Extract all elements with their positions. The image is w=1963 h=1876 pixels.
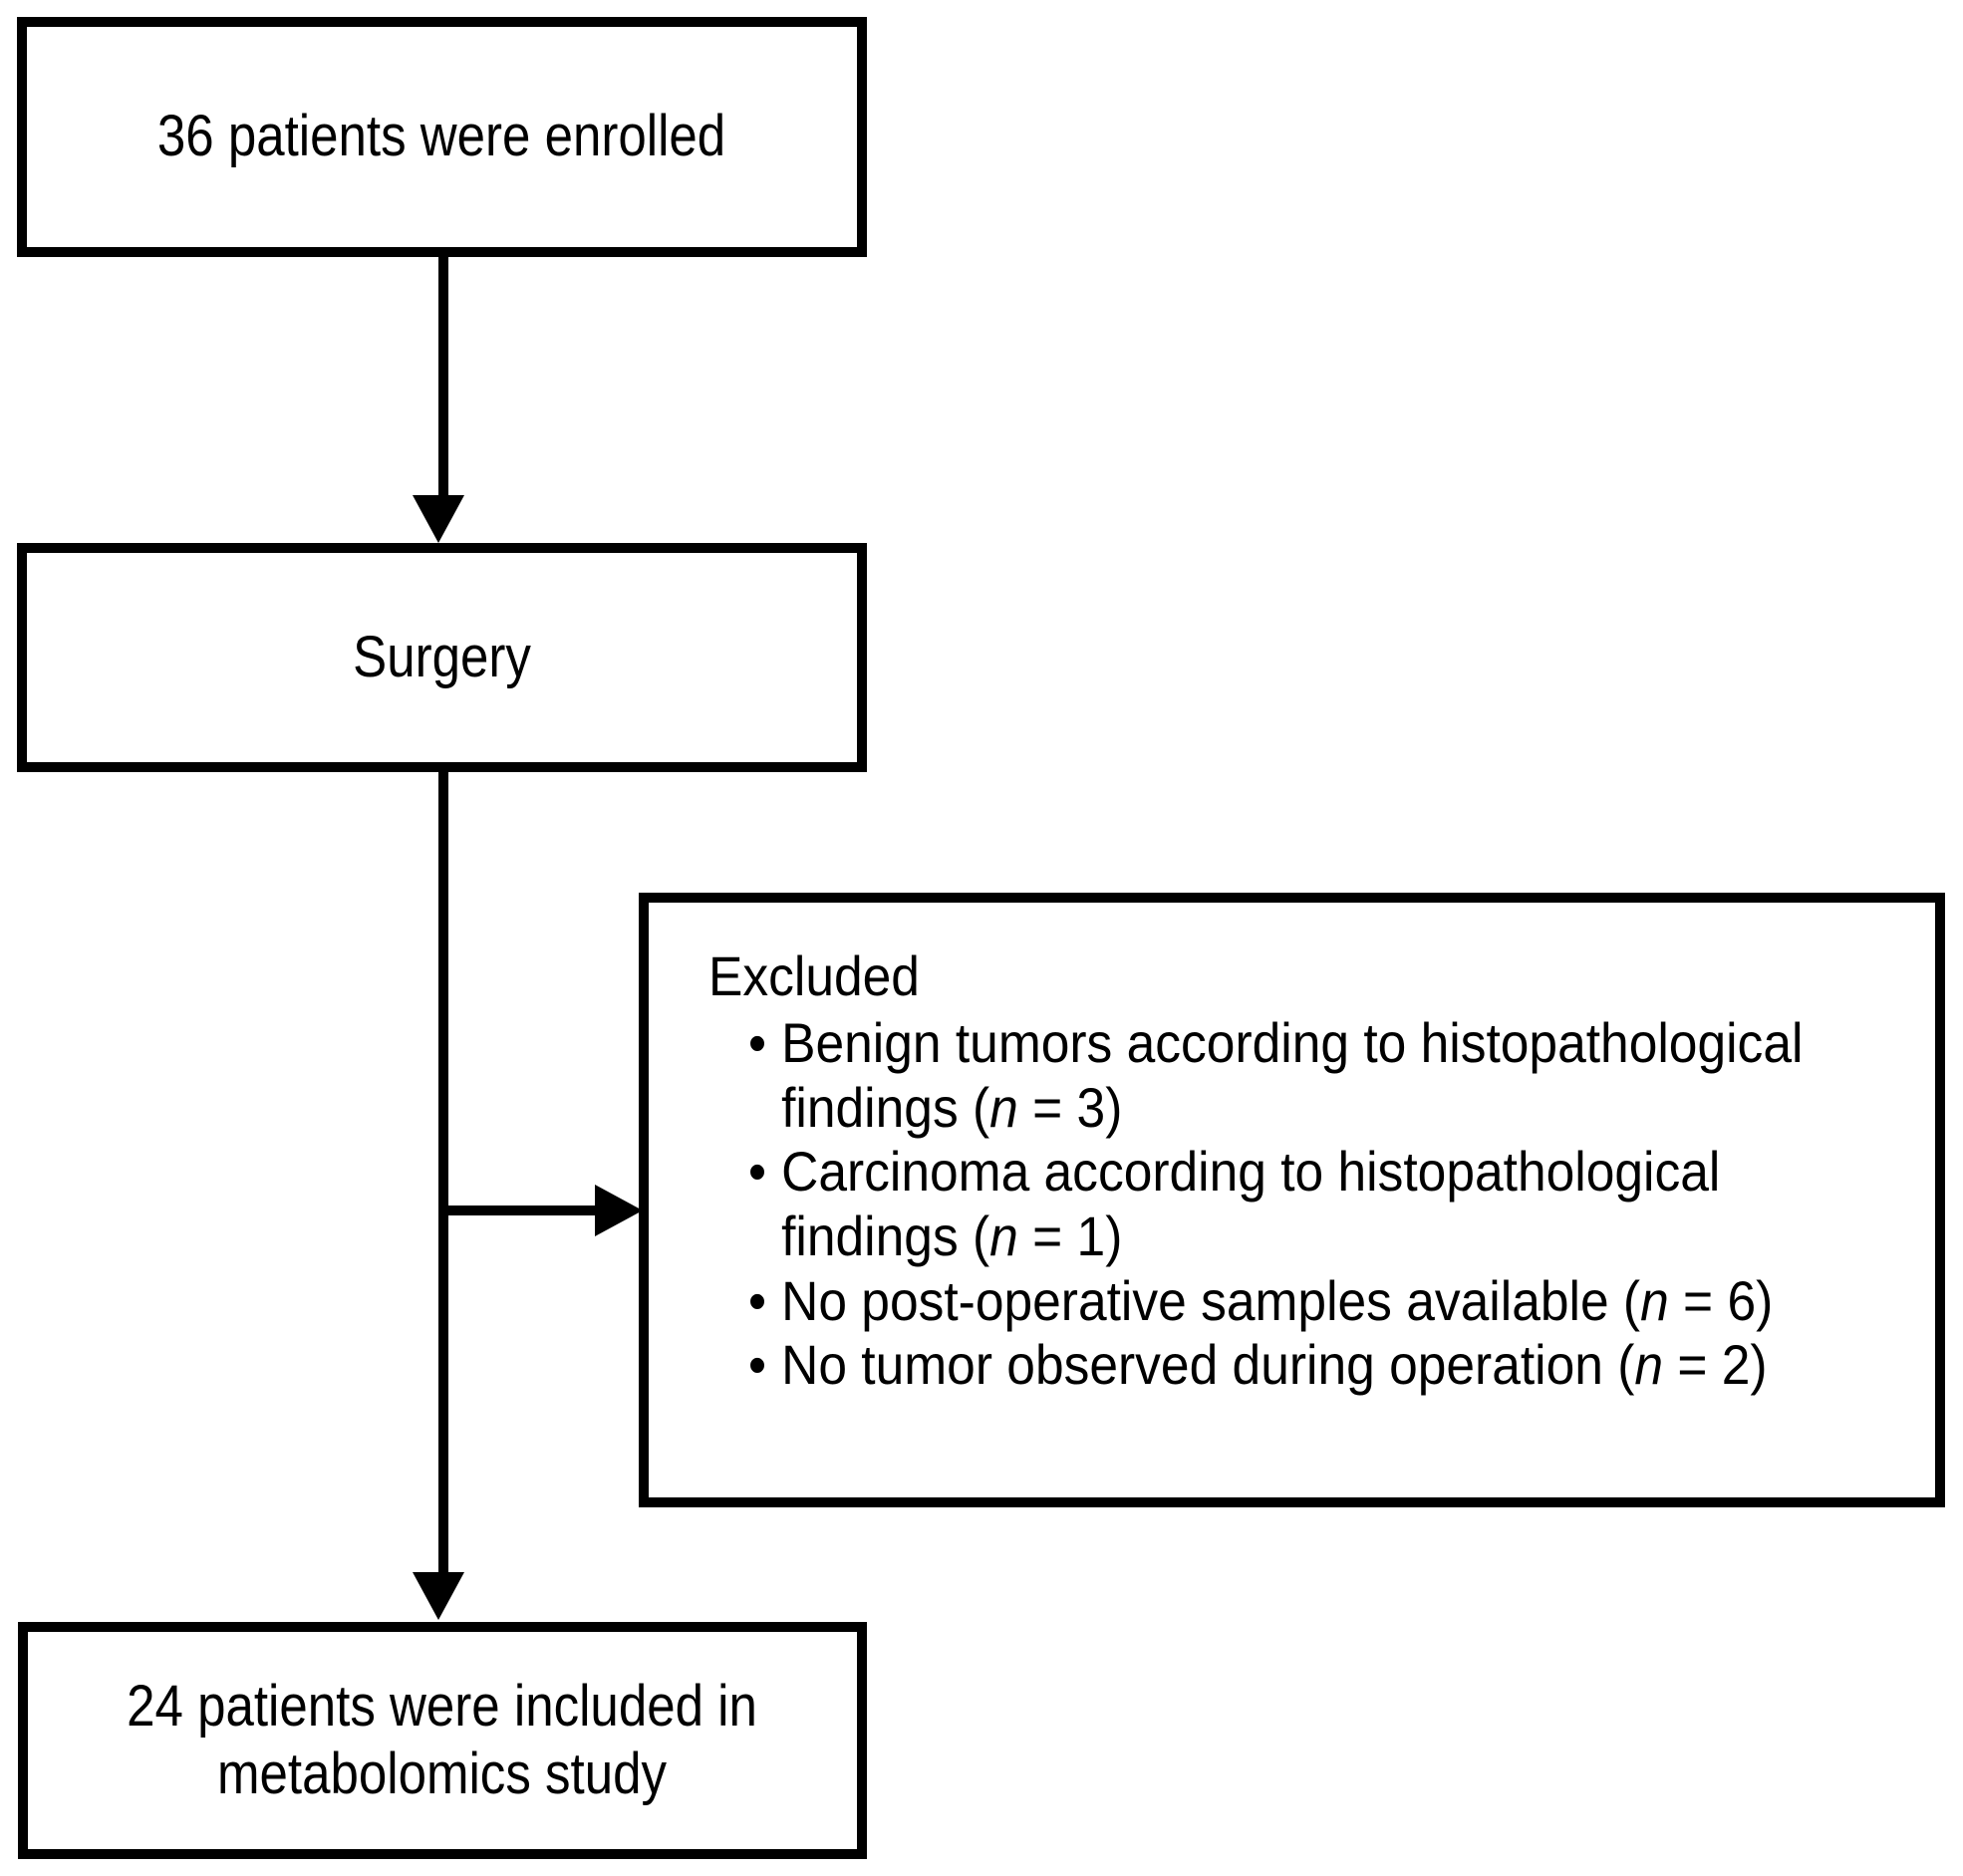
excluded-reason-text-before: No tumor observed during operation ( — [781, 1333, 1635, 1397]
connector-surgery-to-excluded-stem — [443, 1206, 601, 1215]
excluded-content: Excluded •Benign tumors according to his… — [708, 944, 1917, 1398]
connector-enrolled-to-surgery-stem — [438, 257, 448, 499]
excluded-reason-text-before: Benign tumors according to histopatholog… — [781, 1010, 1804, 1139]
excluded-reason-text-after: = 2) — [1663, 1333, 1768, 1397]
list-item: •Benign tumors according to histopatholo… — [748, 1011, 1823, 1140]
excluded-reason-text-after: = 1) — [1017, 1204, 1123, 1267]
node-enrolled: 36 patients were enrolled — [17, 17, 867, 257]
excluded-reason-text-before: No post-operative samples available ( — [781, 1268, 1641, 1332]
excluded-reason-n-symbol: n — [989, 1075, 1018, 1139]
excluded-reason-n-symbol: n — [989, 1204, 1018, 1267]
connector-surgery-to-included-stem — [438, 772, 448, 1573]
list-item: •Carcinoma according to histopathologica… — [748, 1140, 1823, 1268]
excluded-reason-text-after: = 3) — [1017, 1075, 1123, 1139]
node-excluded: Excluded •Benign tumors according to his… — [639, 893, 1945, 1507]
bullet-glyph-icon: • — [748, 1333, 767, 1397]
node-included-label: 24 patients were included in metabolomic… — [127, 1673, 758, 1806]
connector-enrolled-to-surgery-arrowhead-icon — [413, 495, 464, 543]
bullet-glyph-icon: • — [748, 1010, 767, 1074]
node-included: 24 patients were included in metabolomic… — [18, 1622, 867, 1859]
excluded-reason-text-after: = 6) — [1668, 1268, 1774, 1332]
node-surgery-label: Surgery — [353, 624, 531, 689]
list-item: •No post-operative samples available (n … — [748, 1269, 1823, 1334]
excluded-reason-n-symbol: n — [1640, 1268, 1669, 1332]
connector-surgery-to-included-arrowhead-icon — [413, 1572, 464, 1620]
node-surgery: Surgery — [17, 543, 867, 772]
node-enrolled-label: 36 patients were enrolled — [157, 104, 726, 169]
excluded-reason-list: •Benign tumors according to histopatholo… — [708, 1011, 1917, 1398]
bullet-glyph-icon: • — [748, 1140, 767, 1204]
connector-surgery-to-excluded-arrowhead-icon — [595, 1185, 643, 1236]
list-item: •No tumor observed during operation (n =… — [748, 1333, 1823, 1398]
excluded-title: Excluded — [708, 944, 920, 1007]
excluded-reason-text-before: Carcinoma according to histopathological… — [781, 1140, 1721, 1267]
excluded-reason-n-symbol: n — [1634, 1333, 1664, 1397]
bullet-glyph-icon: • — [748, 1268, 767, 1332]
